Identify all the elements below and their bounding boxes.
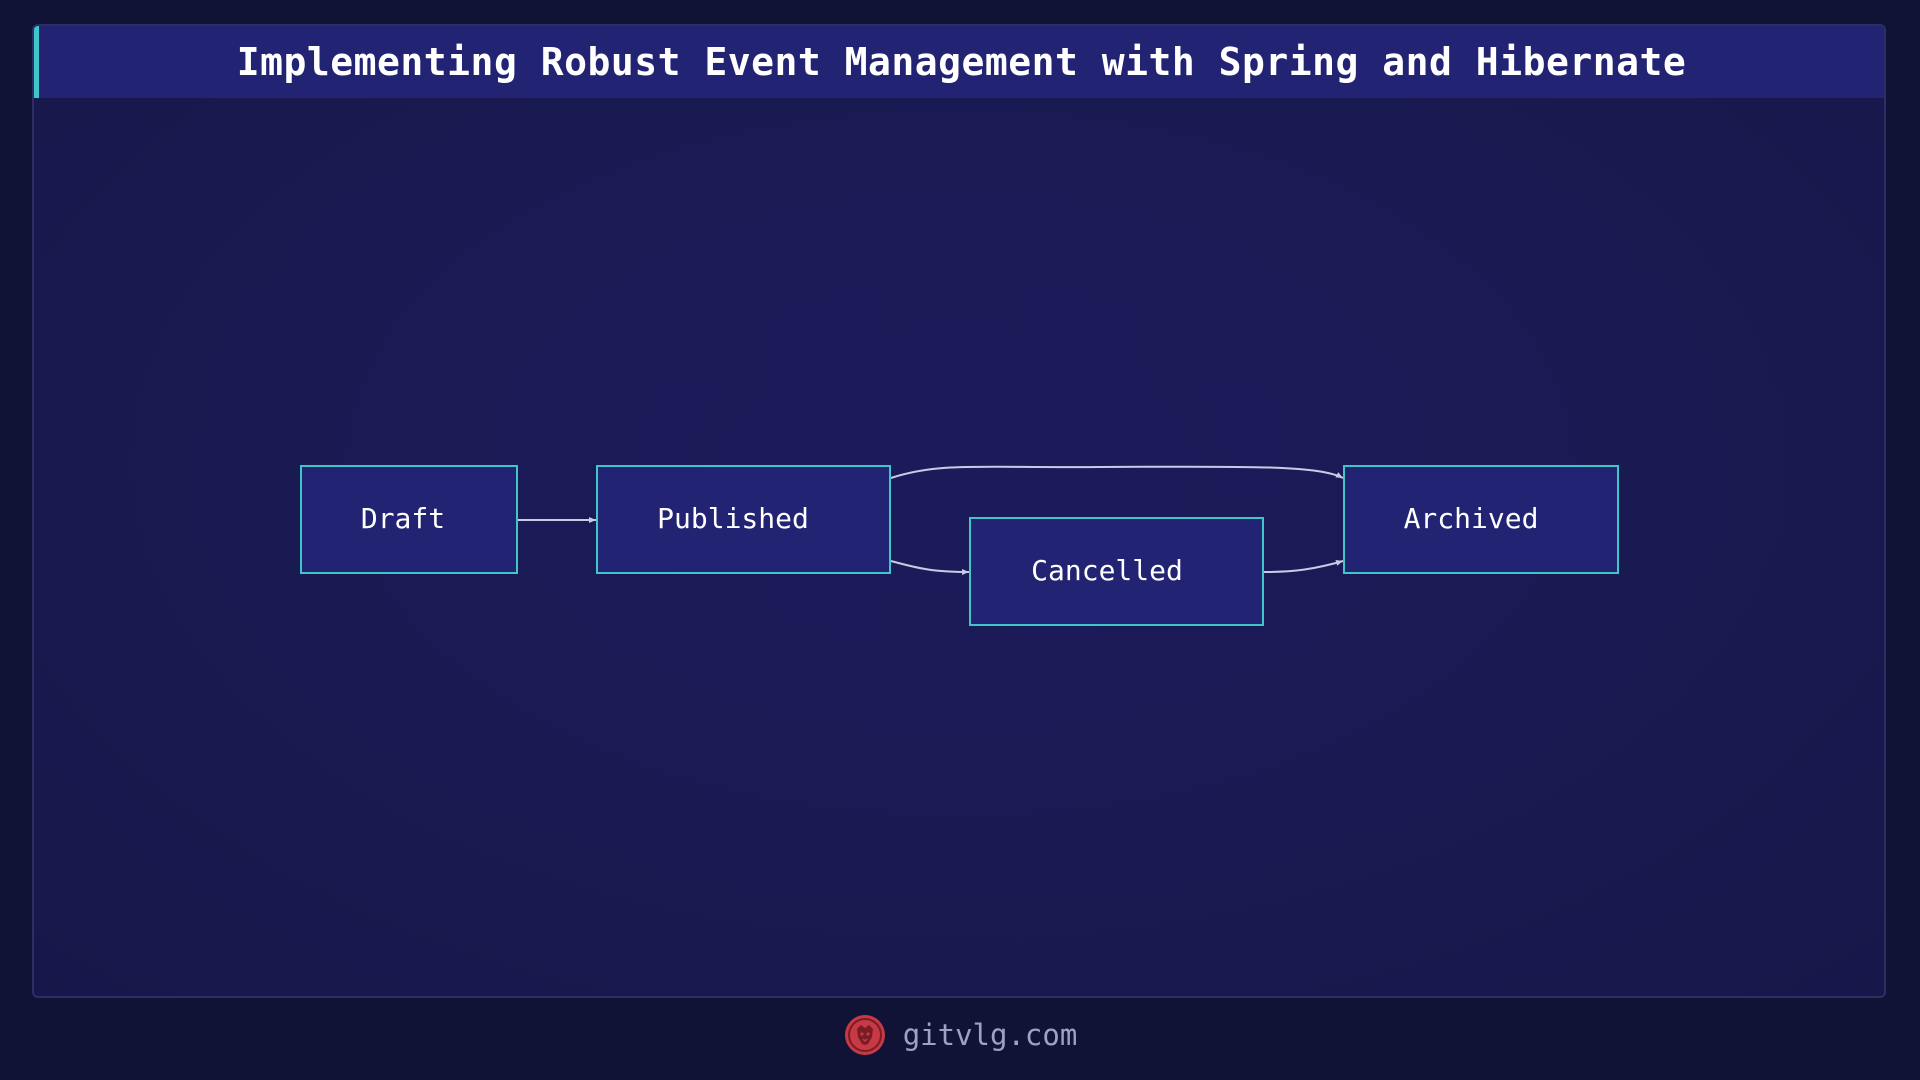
title-bar: Implementing Robust Event Management wit… (34, 26, 1884, 98)
node-published: Published (596, 465, 891, 574)
node-cancelled-label: Cancelled (1031, 554, 1183, 587)
node-cancelled: Cancelled (969, 517, 1264, 626)
node-archived: Archived (1343, 465, 1619, 574)
footer-site[interactable]: gitvlg.com (902, 1018, 1078, 1052)
node-draft: Draft (300, 465, 518, 574)
edge-published-to-archived (890, 465, 1344, 479)
page-title: Implementing Robust Event Management wit… (236, 40, 1687, 84)
edge-cancelled-to-archived (1263, 560, 1344, 573)
footer: gitvlg.com (0, 1010, 1920, 1060)
node-published-label: Published (657, 502, 809, 535)
node-archived-label: Archived (1404, 502, 1539, 535)
lion-head-icon (844, 1015, 885, 1055)
node-draft-label: Draft (361, 502, 445, 535)
edge-published-to-cancelled (890, 560, 970, 575)
